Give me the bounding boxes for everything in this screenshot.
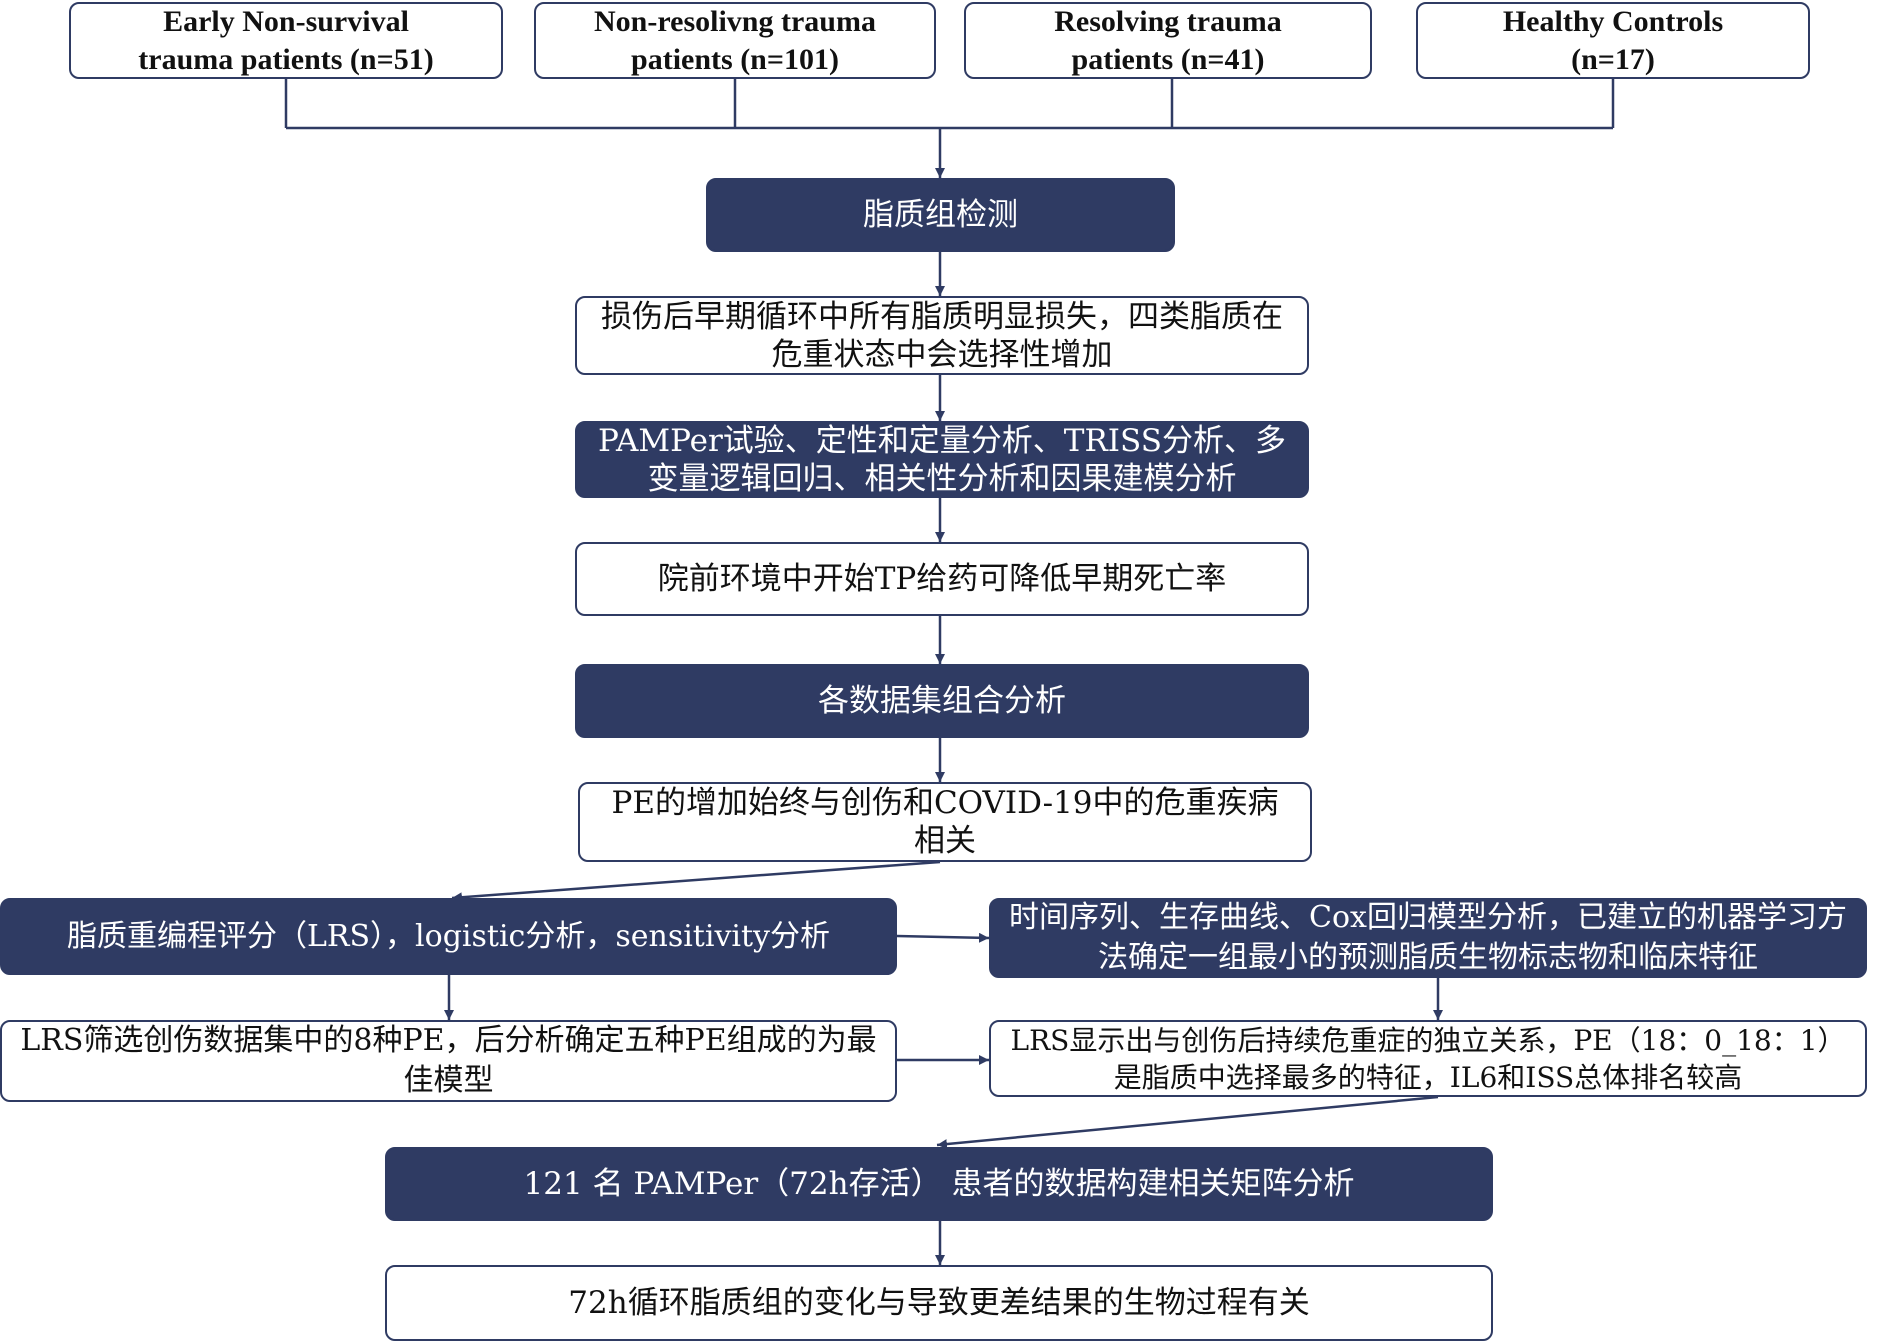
step-final-text: 72h循环脂质组的变化与导致更差结果的生物过程有关 <box>568 1285 1310 1321</box>
step-analysis1: PAMPer试验、定性和定量分析、TRISS分析、多变量逻辑回归、相关性分析和因… <box>575 421 1309 498</box>
step-right-analysis: 时间序列、生存曲线、Cox回归模型分析，已建立的机器学习方法确定一组最小的预测脂… <box>989 898 1867 978</box>
step-right-analysis-text: 时间序列、生存曲线、Cox回归模型分析，已建立的机器学习方法确定一组最小的预测脂… <box>1009 900 1847 975</box>
step-matrix: 121 名 PAMPer（72h存活） 患者的数据构建相关矩阵分析 <box>385 1147 1493 1221</box>
group-label-line2: (n=17) <box>1571 42 1655 76</box>
step-finding1: 损伤后早期循环中所有脂质明显损失，四类脂质在危重状态中会选择性增加 <box>575 296 1309 375</box>
step-finding2: 院前环境中开始TP给药可降低早期死亡率 <box>575 542 1309 616</box>
group-box-early-non-survival: Early Non-survival trauma patients (n=51… <box>69 2 503 79</box>
step-finding2-text: 院前环境中开始TP给药可降低早期死亡率 <box>657 561 1227 597</box>
step-final: 72h循环脂质组的变化与导致更差结果的生物过程有关 <box>385 1265 1493 1341</box>
step-lipidomics: 脂质组检测 <box>706 178 1175 252</box>
group-label-line1: Healthy Controls <box>1502 4 1724 38</box>
step-left-analysis-text: 脂质重编程评分（LRS），logistic分析，sensitivity分析 <box>66 918 831 954</box>
group-label-line1: Early Non-survival <box>163 4 409 38</box>
arrow-right-result-to-matrix <box>936 1095 1439 1150</box>
step-analysis1-text: PAMPer试验、定性和定量分析、TRISS分析、多变量逻辑回归、相关性分析和因… <box>598 422 1286 497</box>
step-left-result-text: LRS筛选创伤数据集中的8种PE，后分析确定五种PE组成的为最佳模型 <box>20 1023 877 1098</box>
group-label-line2: trauma patients (n=51) <box>138 42 434 76</box>
step-left-result: LRS筛选创伤数据集中的8种PE，后分析确定五种PE组成的为最佳模型 <box>0 1020 897 1102</box>
step-combined: 各数据集组合分析 <box>575 664 1309 738</box>
step-right-result: LRS显示出与创伤后持续危重症的独立关系，PE（18：0_18：1）是脂质中选择… <box>989 1020 1867 1097</box>
group-label-line1: Resolving trauma <box>1054 4 1282 38</box>
group-box-non-resolving: Non-resolivng trauma patients (n=101) <box>534 2 936 79</box>
group-label-line1: Non-resolivng trauma <box>594 4 876 38</box>
step-left-analysis: 脂质重编程评分（LRS），logistic分析，sensitivity分析 <box>0 898 897 975</box>
step-finding1-text: 损伤后早期循环中所有脂质明显损失，四类脂质在危重状态中会选择性增加 <box>601 298 1283 373</box>
step-combined-text: 各数据集组合分析 <box>818 683 1066 719</box>
arrow-left-analysis-to-right-analysis <box>896 932 990 943</box>
group-box-healthy-controls: Healthy Controls (n=17) <box>1416 2 1810 79</box>
step-lipidomics-text: 脂质组检测 <box>863 197 1018 233</box>
group-label-line2: patients (n=41) <box>1071 42 1265 76</box>
group-box-resolving: Resolving trauma patients (n=41) <box>964 2 1372 79</box>
group-label-line2: patients (n=101) <box>631 42 839 76</box>
step-matrix-text: 121 名 PAMPer（72h存活） 患者的数据构建相关矩阵分析 <box>523 1166 1355 1202</box>
step-right-result-text: LRS显示出与创伤后持续危重症的独立关系，PE（18：0_18：1）是脂质中选择… <box>1010 1023 1846 1094</box>
arrow-finding3-to-left-analysis <box>451 860 941 903</box>
step-finding3: PE的增加始终与创伤和COVID-19中的危重疾病相关 <box>578 782 1312 862</box>
step-finding3-text: PE的增加始终与创伤和COVID-19中的危重疾病相关 <box>611 785 1279 859</box>
